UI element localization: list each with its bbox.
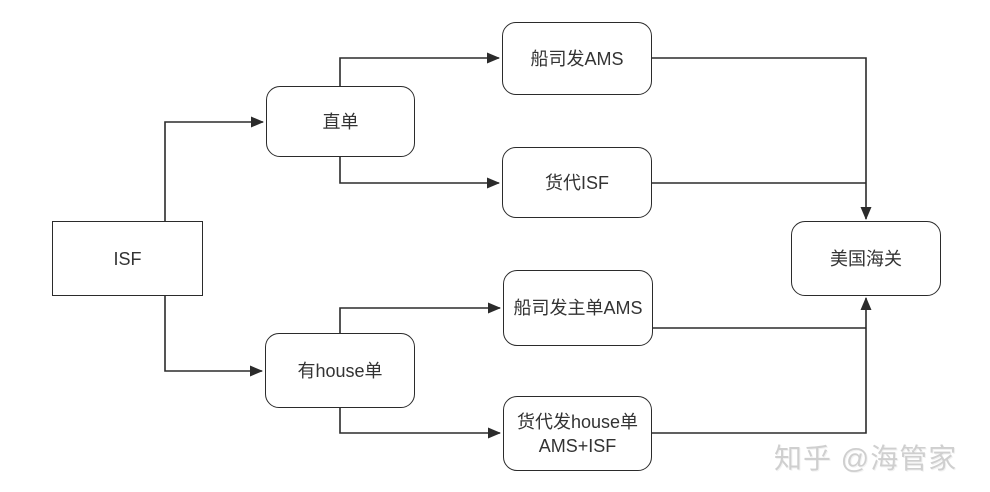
node-carrier-master-ams-label: 船司发主单AMS: [513, 298, 643, 318]
edge-forwarder-house-to-us-customs: [652, 297, 872, 434]
node-forwarder-isf: 货代ISF: [502, 147, 652, 218]
node-isf: ISF: [52, 221, 203, 296]
node-house-bill-label: 有house单: [297, 360, 383, 381]
node-forwarder-house-label: 货代发house单 AMS+ISF: [517, 410, 638, 458]
node-forwarder-house-line1: 货代发house单: [516, 411, 639, 432]
edge-house-bill-to-carrier-master-ams: [339, 302, 501, 333]
node-direct-bill: 直单: [266, 86, 415, 157]
edge-isf-to-direct-bill: [164, 116, 264, 221]
node-us-customs: 美国海关: [791, 221, 941, 296]
edge-direct-bill-to-forwarder-isf: [339, 157, 500, 189]
node-house-bill: 有house单: [265, 333, 415, 408]
node-us-customs-label: 美国海关: [830, 248, 902, 269]
node-forwarder-house-line2: AMS+ISF: [538, 435, 617, 456]
node-carrier-master-ams: 船司发主单AMS: [503, 270, 653, 346]
zhihu-watermark: 知乎 @海管家: [774, 443, 958, 474]
node-forwarder-isf-label: 货代ISF: [544, 172, 609, 193]
edge-direct-bill-to-carrier-ams: [339, 52, 500, 86]
edge-isf-to-house-bill: [164, 296, 263, 377]
node-direct-bill-label: 直单: [322, 111, 359, 132]
node-carrier-ams: 船司发AMS: [502, 22, 652, 95]
node-carrier-ams-label: 船司发AMS: [530, 48, 624, 69]
edge-carrier-ams-to-us-customs: [652, 57, 872, 220]
node-isf-label: ISF: [113, 248, 142, 269]
edge-house-bill-to-forwarder-house: [339, 408, 501, 439]
node-forwarder-house: 货代发house单 AMS+ISF: [503, 396, 652, 471]
